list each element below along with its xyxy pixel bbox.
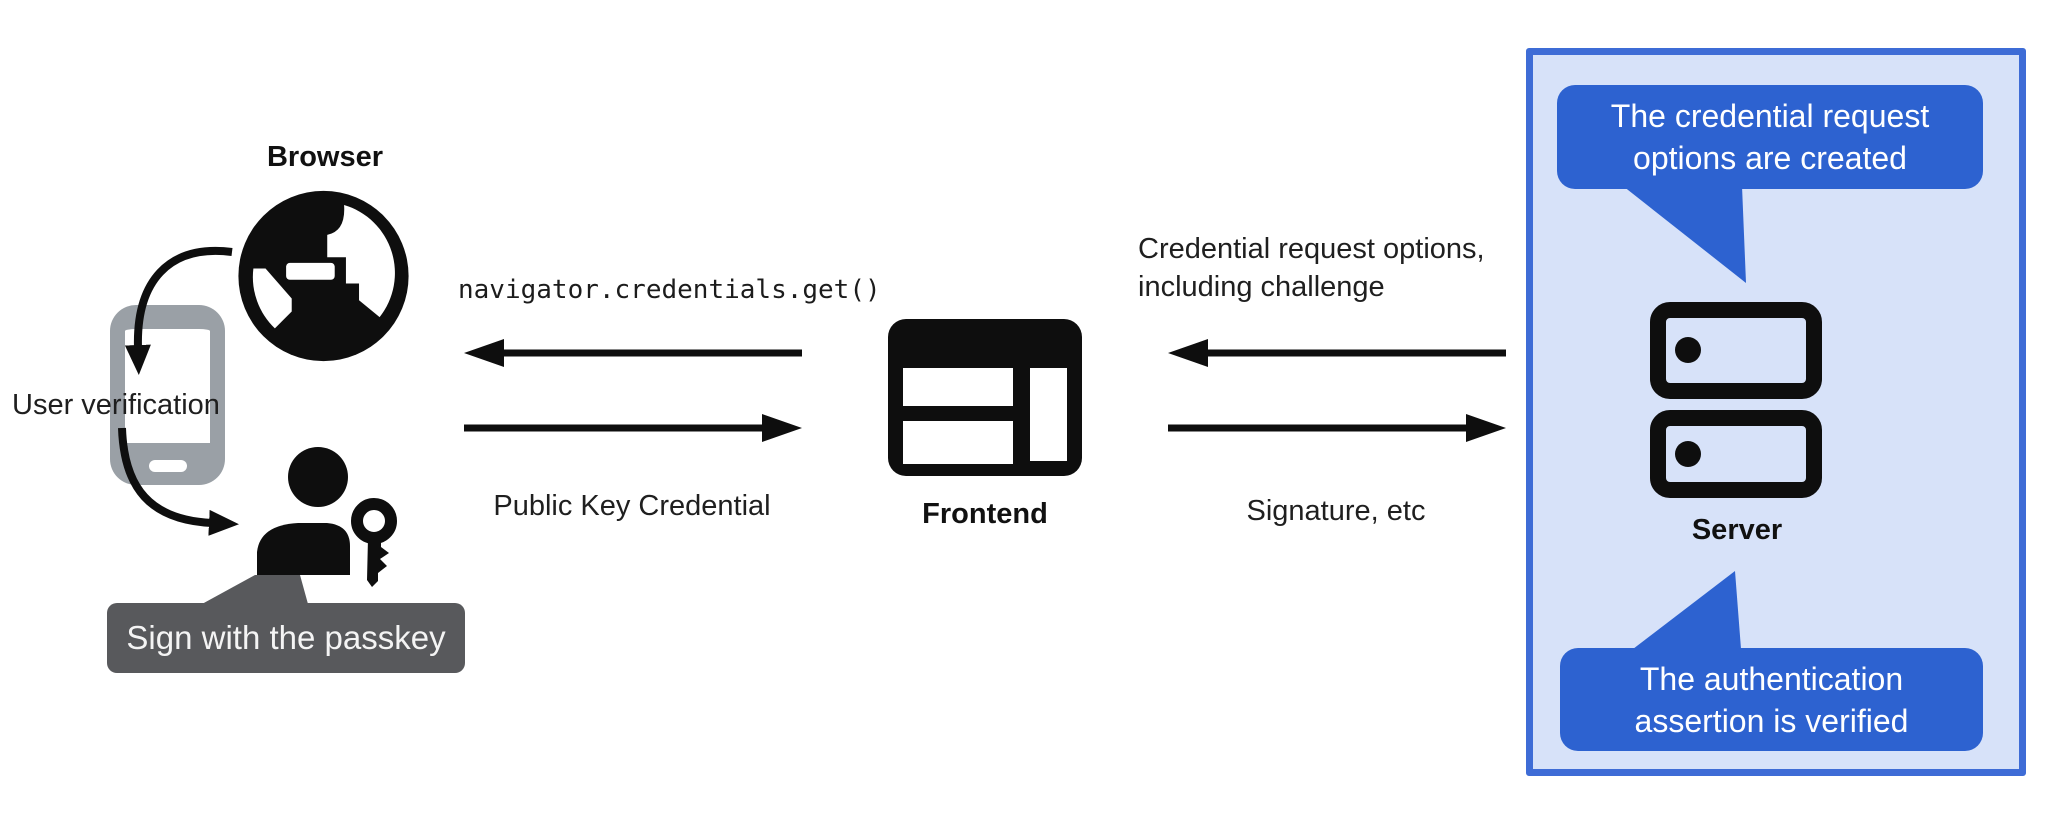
sign-with-passkey-tooltip: Sign with the passkey bbox=[107, 603, 465, 673]
credential-request-options-label: Credential request options, including ch… bbox=[1138, 233, 1485, 303]
tooltip-pointer bbox=[202, 575, 308, 604]
server-icon bbox=[1650, 302, 1822, 498]
user-body bbox=[257, 523, 350, 575]
server-label: Server bbox=[1691, 514, 1783, 546]
smartphone-icon bbox=[110, 305, 225, 485]
user-verification-label: User verification bbox=[12, 389, 220, 421]
arrow-phone-to-user bbox=[118, 427, 239, 536]
public-key-credential-label: Public Key Credential bbox=[493, 490, 771, 522]
frontend-label: Frontend bbox=[922, 498, 1048, 530]
key-shaft bbox=[367, 538, 389, 587]
callout-top-tail bbox=[1623, 186, 1746, 283]
navigator-credentials-get-call: navigator.credentials.get() bbox=[458, 275, 881, 305]
callout-credential-request-created: The credential request options are creat… bbox=[1557, 85, 1983, 189]
browser-label: Browser bbox=[266, 141, 384, 173]
arrow-frontend-to-server bbox=[1168, 414, 1506, 442]
phone-homebar bbox=[148, 460, 187, 472]
arrow-browser-to-frontend bbox=[464, 414, 802, 442]
callout-bottom-tail bbox=[1633, 571, 1741, 649]
callout-assertion-verified: The authentication assertion is verified bbox=[1560, 648, 1983, 751]
user-with-passkey-icon bbox=[257, 447, 397, 587]
arrow-browser-to-phone bbox=[124, 246, 233, 375]
arrow-server-to-frontend bbox=[1168, 339, 1506, 367]
frontend-window-icon bbox=[888, 319, 1082, 476]
arrow-frontend-to-browser bbox=[464, 339, 802, 367]
sign-with-passkey-label: Sign with the passkey bbox=[126, 619, 446, 656]
signature-label: Signature, etc bbox=[1246, 495, 1426, 527]
key-icon bbox=[351, 498, 397, 544]
curved-flow-arrows bbox=[118, 246, 239, 536]
user-head bbox=[288, 447, 348, 507]
globe-icon bbox=[238, 190, 409, 362]
